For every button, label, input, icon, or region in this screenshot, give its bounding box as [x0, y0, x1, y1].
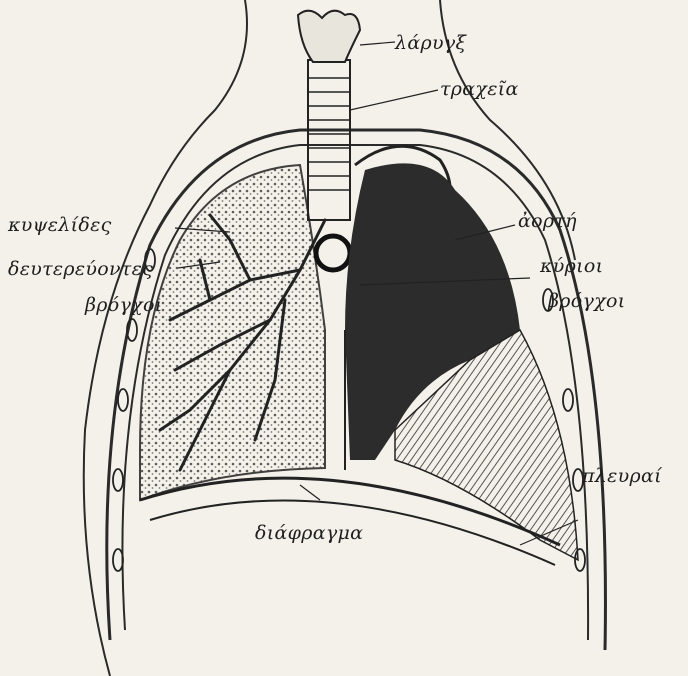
label-diaphragm: διάφραγμα — [255, 522, 363, 544]
larynx-shape — [298, 11, 360, 62]
label-secondary-bronchi: βρόγχοι — [85, 294, 162, 316]
label-larynx: λάρυγξ — [395, 32, 466, 54]
label-main-bronchi-2: βρόγχοι — [548, 290, 625, 312]
label-alveoli: κυψελίδες — [8, 214, 112, 236]
trachea-rings — [308, 78, 350, 190]
trachea-shape — [308, 60, 350, 220]
label-aorta: ἀορτή — [518, 210, 577, 232]
label-trachea: τραχεῖα — [440, 78, 519, 100]
aorta-vessel — [316, 236, 350, 270]
label-secondary: δευτερεύοντες — [8, 258, 153, 280]
label-ribs: πλευραί — [582, 465, 662, 487]
label-main-bronchi-1: κύριοι — [540, 255, 603, 277]
